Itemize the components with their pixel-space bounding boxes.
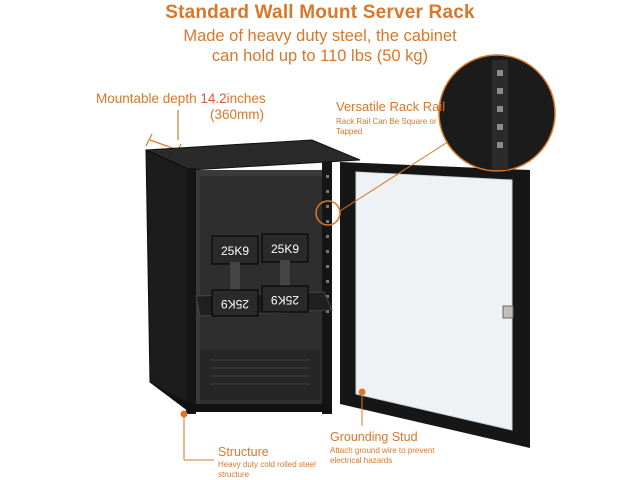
weight-label-2: 25K9 (270, 242, 300, 256)
ground-title: Grounding Stud (330, 430, 418, 444)
page-title: Standard Wall Mount Server Rack (165, 2, 475, 23)
bottom-vents (200, 350, 320, 400)
subtitle: Made of heavy duty steel, the cabinet ca… (140, 26, 500, 66)
cabinet-base (150, 382, 332, 412)
front-frame-left (186, 168, 196, 414)
rail-title: Versatile Rack Rail (336, 99, 446, 114)
subtitle-line-2: can hold up to 110 lbs (50 kg) (211, 47, 429, 65)
depth-label: Mountable depth 14.2inches (96, 91, 266, 107)
weight-label-1: 25K9 (220, 244, 250, 258)
cabinet-side-panel (145, 149, 191, 413)
glass-door-pane (355, 171, 513, 431)
door-lock (502, 305, 514, 319)
structure-title: Structure (218, 445, 269, 459)
weights-group (211, 233, 309, 317)
depth-value: 14.2 (200, 91, 227, 106)
rack-rail-holes (326, 175, 329, 313)
depth-prefix: Mountable depth (96, 91, 201, 106)
subtitle-line-1: Made of heavy duty steel, the cabinet (183, 27, 457, 45)
structure-callout (180, 410, 214, 461)
rail-callout-circle (315, 200, 341, 226)
front-frame-right (322, 162, 332, 414)
rail-description: Rack Rail Can Be Square or Tapped (336, 117, 437, 136)
weight-label-3: 25K9 (220, 297, 250, 311)
ground-description: Attach ground wire to prevent electrical… (330, 446, 435, 465)
depth-metric: (360mm) (210, 107, 265, 122)
depth-suffix: inches (226, 91, 266, 106)
ground-callout (358, 388, 366, 426)
weight-label-4: 25K9 (270, 293, 300, 307)
structure-description: Heavy duty cold rolled steel structure (218, 460, 316, 479)
